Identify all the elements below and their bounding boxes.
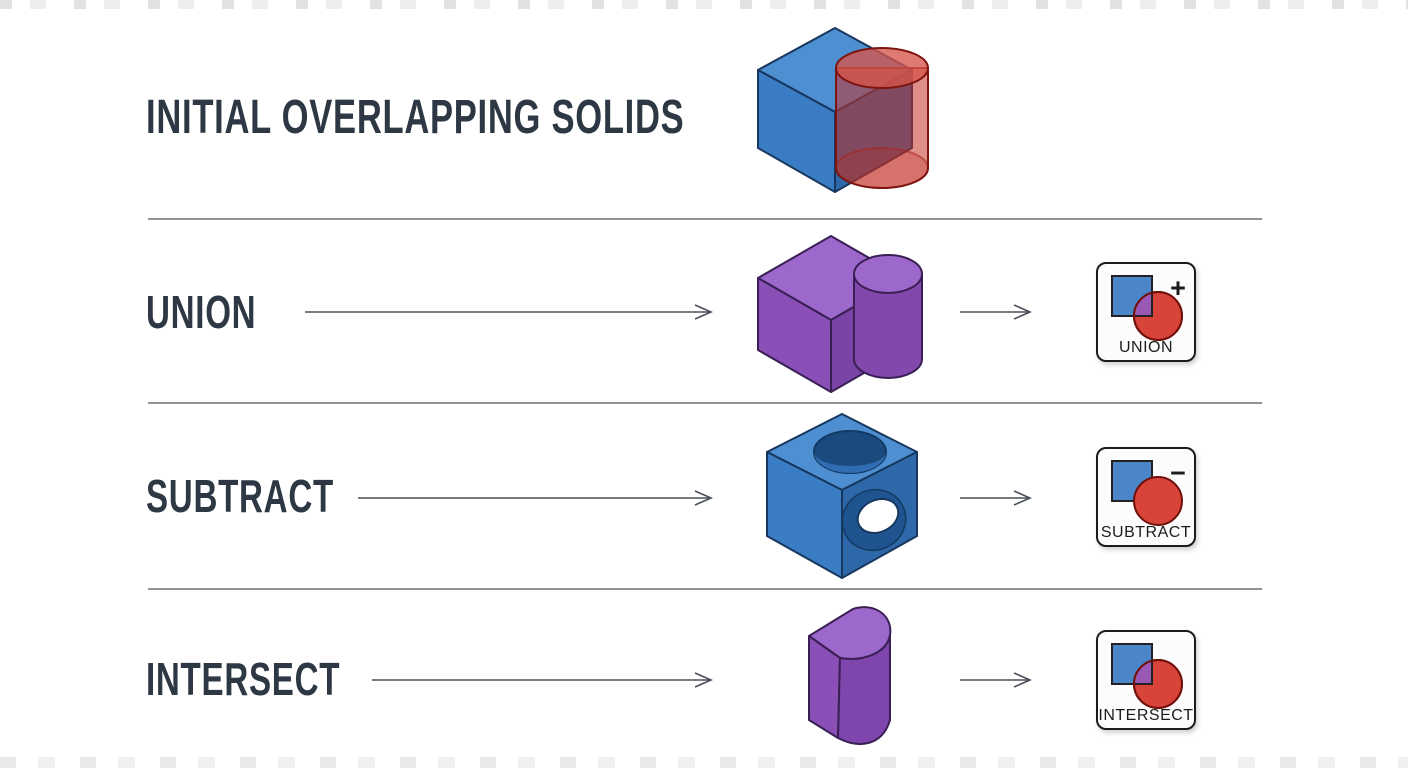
row-divider bbox=[148, 588, 1262, 590]
row-divider bbox=[148, 402, 1262, 404]
flow-arrow bbox=[358, 490, 713, 506]
row-divider bbox=[148, 218, 1262, 220]
paper-edge-texture-bottom bbox=[0, 757, 1408, 768]
union-operation-icon: + bbox=[1111, 273, 1186, 341]
row-label-intersect: INTERSECT bbox=[146, 653, 341, 705]
subtract-operation-icon: − bbox=[1111, 458, 1186, 526]
badge-operator: − bbox=[1170, 458, 1186, 488]
badge-circle-icon bbox=[1133, 476, 1183, 526]
row-label-subtract: SUBTRACT bbox=[146, 470, 334, 522]
flow-arrow bbox=[372, 672, 713, 688]
union-result-figure bbox=[757, 235, 923, 393]
red-cylinder bbox=[835, 47, 929, 189]
page-title: INITIAL OVERLAPPING SOLIDS bbox=[146, 91, 685, 144]
intersect-badge-button[interactable]: INTERSECT bbox=[1096, 630, 1196, 730]
paper-edge-texture-top bbox=[0, 0, 1408, 9]
badge-overlap-icon bbox=[1134, 660, 1152, 684]
purple-intersection-solid bbox=[808, 606, 892, 745]
initial-solids-figure bbox=[757, 27, 929, 193]
union-badge-button[interactable]: + UNION bbox=[1096, 262, 1196, 362]
badge-label: INTERSECT bbox=[1098, 707, 1194, 724]
purple-union-solid bbox=[757, 235, 923, 393]
badge-overlap-icon bbox=[1134, 292, 1152, 316]
flow-arrow bbox=[960, 490, 1032, 506]
flow-arrow bbox=[305, 304, 713, 320]
row-label-union: UNION bbox=[146, 286, 257, 338]
badge-operator: + bbox=[1170, 273, 1186, 303]
intersect-result-figure bbox=[808, 606, 892, 745]
intersect-operation-icon bbox=[1111, 643, 1183, 709]
flow-arrow bbox=[960, 672, 1032, 688]
flow-arrow bbox=[960, 304, 1032, 320]
badge-label: SUBTRACT bbox=[1100, 524, 1192, 541]
subtract-result-figure bbox=[766, 413, 918, 579]
subtract-badge-button[interactable]: − SUBTRACT bbox=[1096, 447, 1196, 547]
blue-cube-with-hole bbox=[766, 413, 918, 579]
badge-label: UNION bbox=[1118, 339, 1174, 356]
